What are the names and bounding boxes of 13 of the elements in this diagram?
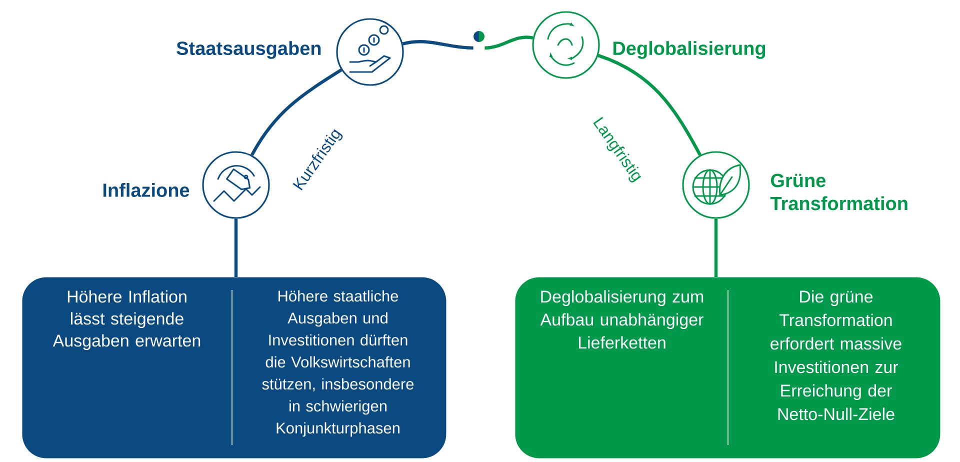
heading: Inflazione	[103, 183, 190, 197]
arc-line	[250, 68, 342, 156]
junction-dot	[474, 31, 484, 42]
heading: Staatsausgaben	[176, 41, 321, 59]
arc-line	[234, 218, 238, 277]
heading: Grüne Transformation	[770, 174, 908, 210]
text-panel: Höhere Inflation lässt steigende Ausgaben erwarten Höhere staatliche Ausgaben und Investitionen dürften die Volkswirtschaften stützen, insbesondere in schwierigen Konjunkturphasen	[22, 277, 446, 458]
text-panel: Deglobalisierung zum Aufbau unabhängiger Lieferketten Die grüne Transformation erfordert massive Investitionen zur Erreichung der Netto-Null-Ziele	[515, 277, 940, 458]
arc-line	[714, 218, 718, 277]
arc-line	[598, 54, 702, 156]
arc-line	[402, 40, 474, 50]
heading: Deglobalisierung	[613, 41, 766, 59]
arc-line	[484, 36, 534, 50]
